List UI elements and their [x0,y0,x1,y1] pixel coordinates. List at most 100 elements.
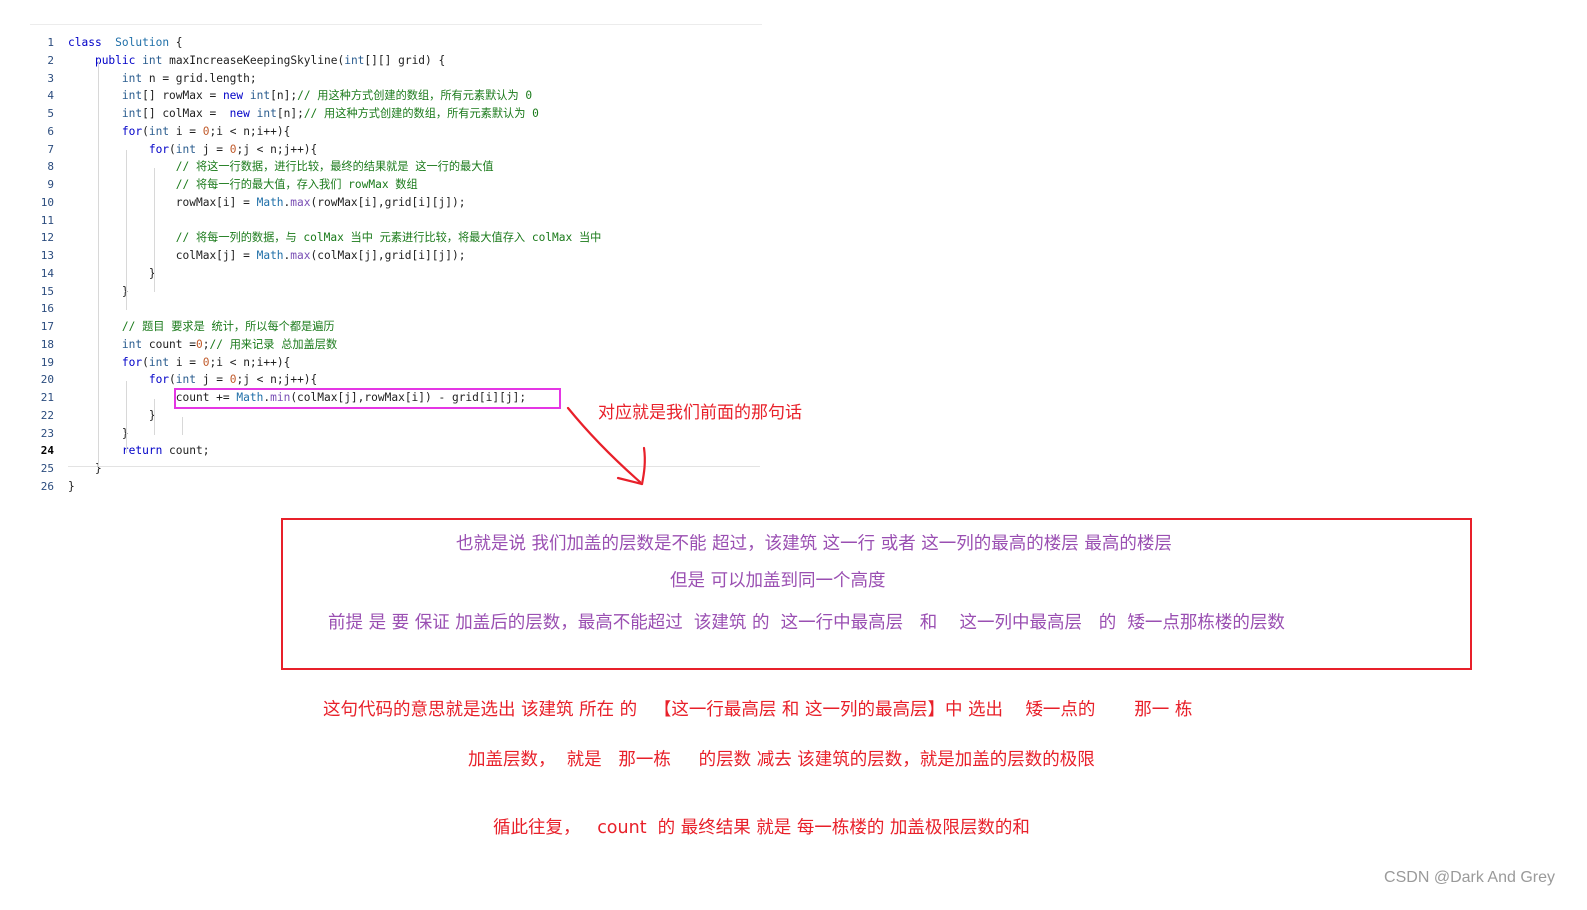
code-token: . [283,249,291,262]
code-token: (rowMax[i],grid[i][j]); [310,195,466,209]
code-token: ( [142,355,149,369]
line-number: 13 [40,249,54,262]
line-number: 25 [40,462,54,475]
line-number: 12 [40,231,54,245]
code-token: int [121,107,143,120]
code-token: max [290,249,311,262]
code-line: 8 // 将这一行数据，进行比较，最终的结果就是 这一行的最大值 [30,158,760,176]
code-token: int [175,142,197,156]
code-token: 0 [202,355,210,369]
code-token [68,160,176,173]
code-token: } [68,284,129,298]
code-text: rowMax[i] = Math.max(rowMax[i],grid[i][j… [68,194,466,212]
code-token: for [121,124,143,138]
indent-guide [126,381,127,453]
line-number: 21 [40,391,54,404]
code-text: // 将每一列的数据，与 colMax 当中 元素进行比较，将最大值存入 col… [68,229,602,247]
code-token: ;j < n;j++){ [236,142,318,156]
current-line-indicator [68,466,760,467]
code-token: // 用这种方式创建的数组，所有元素默认为 0 [303,107,539,120]
code-text: int count =0;// 用来记录 总加盖层数 [68,336,337,354]
indent-guide [126,150,127,310]
indent-guide [182,417,183,435]
line-number: 20 [40,373,54,387]
code-token: Math [256,249,284,262]
code-token: int [142,53,163,67]
code-token: } [68,462,102,475]
code-token [250,107,257,120]
code-token: j = [196,373,230,387]
code-token: // 题目 要求是 统计，所以每个都是遍历 [121,320,335,333]
code-token: n = grid.length; [142,71,257,85]
code-token: Solution [115,36,170,49]
line-number: 15 [40,284,54,298]
code-token [68,107,122,120]
code-token [68,320,122,333]
code-line: 14 } [30,265,760,283]
code-token [68,338,122,351]
line-number: 16 [40,302,54,316]
code-token: int [256,107,277,120]
code-token: max [290,195,311,209]
code-token: } [68,426,129,440]
code-line: 17 // 题目 要求是 统计，所以每个都是遍历 [30,318,760,336]
code-text: for(int j = 0;j < n;j++){ [68,371,317,389]
code-token: // 将这一行数据，进行比较，最终的结果就是 这一行的最大值 [175,160,494,174]
code-line: 16 [30,300,760,318]
code-text: // 将这一行数据，进行比较，最终的结果就是 这一行的最大值 [68,158,494,176]
line-number: 9 [47,178,54,191]
note-line-2: 加盖层数， 就是 那一栋 的层数 减去 该建筑的层数，就是加盖的层数的极限 [468,750,1095,770]
code-token: ( [169,373,176,387]
code-token: min [270,391,291,404]
code-line: 26} [30,478,760,496]
code-text: for(int j = 0;j < n;j++){ [68,141,317,159]
code-line: 2 public int maxIncreaseKeepingSkyline(i… [30,52,760,70]
code-token [68,54,95,67]
line-number: 19 [40,355,54,369]
code-line: 25 } [30,460,760,478]
code-token: ;i < n;i++){ [209,124,291,138]
code-token: int [121,337,143,351]
code-token: Math [236,391,264,404]
code-token: { [169,36,183,49]
code-token: [] colMax = [142,107,230,120]
line-number: 10 [40,195,54,209]
code-token [68,72,122,85]
code-token: 0 [229,373,237,387]
code-token: for [121,355,143,369]
code-token: . [263,391,271,404]
code-token: ;j < n;j++){ [236,373,318,387]
explanation-line-3: 前提 是 要 保证 加盖后的层数，最高不能超过 该建筑 的 这一行中最高层 和 … [328,613,1285,633]
code-line: 24 return count; [30,442,760,460]
code-token: Math [256,195,284,209]
code-token: int [121,89,143,103]
code-token: ( [142,124,149,138]
code-line: 20 for(int j = 0;j < n;j++){ [30,371,760,389]
code-line: 18 int count =0;// 用来记录 总加盖层数 [30,336,760,354]
code-text: return count; [68,442,210,460]
line-number: 18 [40,337,54,351]
code-token: for [148,142,170,156]
code-token: int [121,71,143,85]
code-token: count; [162,444,210,458]
code-line: 10 rowMax[i] = Math.max(rowMax[i],grid[i… [30,194,760,212]
indent-guide [98,61,99,467]
line-number: 26 [40,479,54,493]
line-number: 3 [47,71,54,85]
line-number: 14 [40,266,54,280]
code-text: // 题目 要求是 统计，所以每个都是遍历 [68,318,335,336]
code-token [68,373,149,386]
code-token: public [94,53,136,67]
code-token: } [68,266,156,280]
code-token: int [148,124,170,138]
code-token: // 将每一列的数据，与 colMax 当中 元素进行比较，将最大值存入 col… [175,231,602,245]
code-token: 0 [202,124,210,138]
explanation-box [281,518,1472,670]
code-token: ( [169,142,176,156]
code-line: 7 for(int j = 0;j < n;j++){ [30,141,760,159]
code-token: // 将每一行的最大值，存入我们 rowMax 数组 [175,178,418,191]
code-token [68,143,149,156]
code-line: 22 } [30,407,760,425]
